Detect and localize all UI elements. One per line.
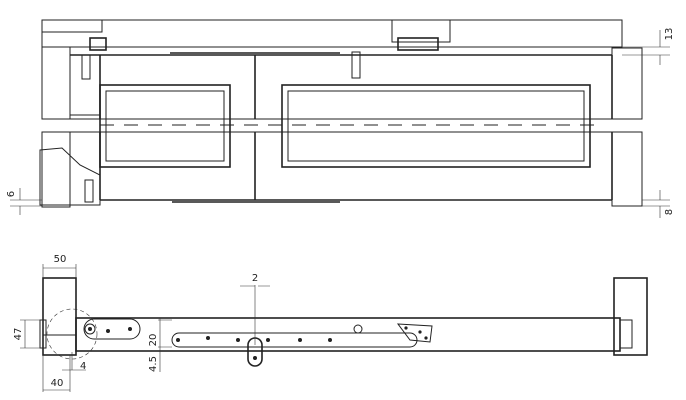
screw: [353, 324, 363, 334]
dim-4: 4: [80, 361, 86, 372]
plan-view: 50 2 47 20 4.5 4 40: [13, 254, 648, 392]
pivot-plate: [83, 318, 141, 340]
detail-circle: [46, 308, 98, 360]
right-block: [613, 277, 648, 356]
dim-6: 6: [6, 191, 17, 197]
left-jamb-lower: [41, 131, 71, 208]
dim-8: 8: [664, 209, 675, 215]
bolt-right: [351, 51, 361, 79]
bolt-bottom-left: [84, 179, 94, 203]
left-jamb-upper: [41, 46, 71, 120]
edge-plates: [170, 52, 340, 203]
dim-2: 2: [252, 273, 258, 284]
dim-13: 13: [664, 28, 675, 41]
break-lines: [60, 118, 640, 133]
left-block: [42, 277, 77, 356]
top-left-profile-hatch: [69, 54, 101, 116]
right-panel: [281, 84, 591, 168]
elevation-view: 13 8 6: [6, 19, 675, 218]
dim-40: 40: [51, 378, 64, 389]
right-jamb-lower: [611, 131, 643, 207]
corner-plate: [396, 323, 433, 343]
dim-20: 20: [148, 334, 159, 347]
left-panel: [99, 84, 231, 168]
head-frame: [41, 19, 623, 48]
dim-50: 50: [54, 254, 67, 265]
right-jamb-upper: [611, 47, 643, 120]
hinge-top-right: [397, 37, 439, 51]
hinge-top-left: [89, 37, 107, 51]
dim-4.5: 4.5: [148, 356, 159, 372]
wall-hatch-right: [391, 19, 451, 43]
wall-hatch-left: [41, 19, 103, 33]
long-plate: [171, 332, 418, 348]
bolt-left: [81, 54, 91, 80]
dim-47: 47: [13, 328, 24, 341]
